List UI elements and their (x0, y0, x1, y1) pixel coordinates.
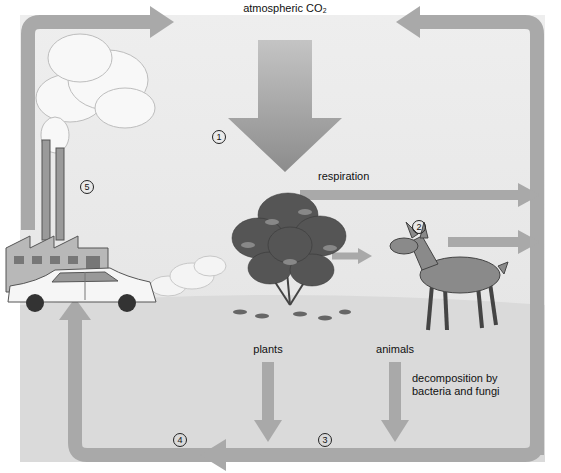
callout-number: 5 (80, 180, 94, 194)
callout-number: 3 (318, 433, 332, 447)
background-panel (20, 15, 545, 462)
co2-label: atmospheric CO₂ (215, 2, 355, 15)
factory (6, 34, 155, 292)
ground (20, 295, 545, 462)
callout-number: 1 (212, 130, 226, 144)
process-label: respiration (318, 170, 408, 183)
photosynthesis-arrow (228, 40, 342, 172)
callout-number: 4 (173, 433, 187, 447)
organism-label: plants (228, 343, 308, 356)
decomposition-arrows (254, 362, 409, 442)
process-label: decomposition by bacteria and fungi (412, 372, 522, 398)
deer (390, 222, 508, 330)
organism-label: animals (355, 343, 435, 356)
callout-number: 2 (412, 220, 426, 234)
cycle-frame-arrows (28, 22, 537, 455)
car (8, 256, 226, 312)
plant (232, 193, 351, 321)
frame-arrowheads (59, 6, 420, 471)
